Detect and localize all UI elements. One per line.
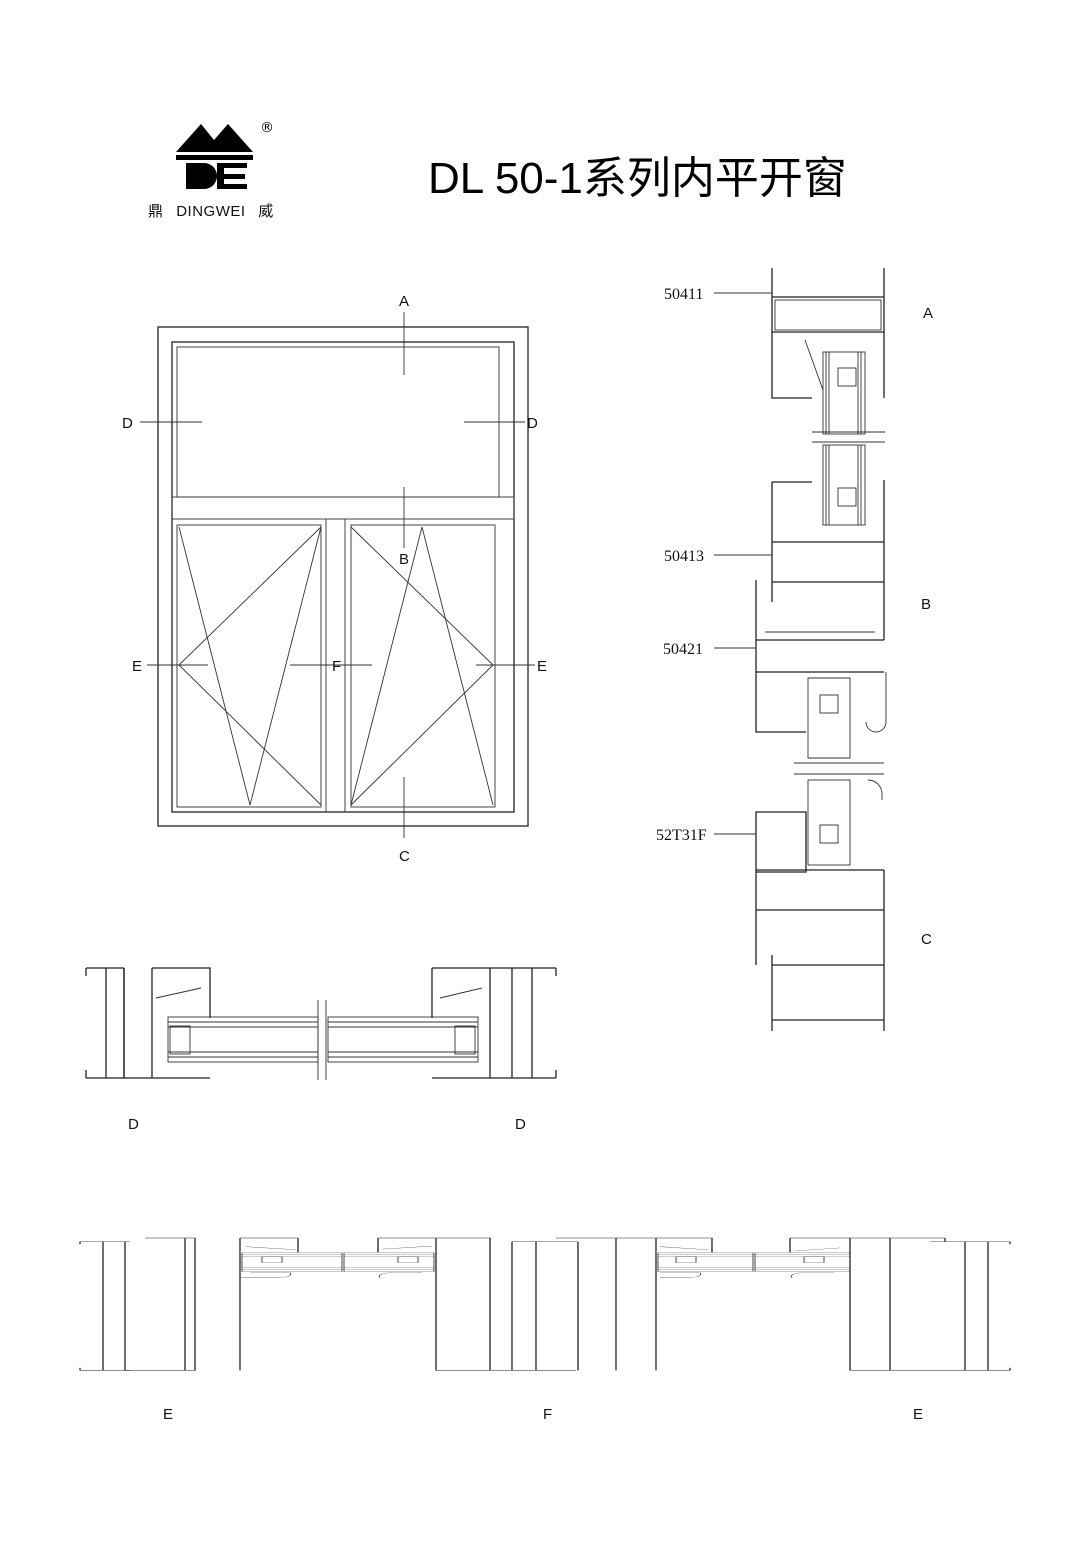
brand-char-left: 鼎 (148, 203, 164, 220)
section-d-label-right: D (515, 1116, 526, 1133)
profile-label-52t31f: 52T31F (656, 827, 707, 844)
label-d-right: D (527, 415, 538, 432)
window-elevation (140, 312, 535, 838)
label-c: C (399, 848, 410, 865)
logo-mark-icon (176, 124, 253, 189)
section-e-label-left: E (163, 1406, 173, 1423)
label-b: B (399, 551, 409, 568)
profile-label-50421: 50421 (663, 641, 703, 658)
label-d-left: D (122, 415, 133, 432)
label-e-right: E (537, 658, 547, 675)
brand-name: 鼎 DINGWEI 威 (148, 200, 282, 221)
brand-char-right: 威 (258, 203, 274, 220)
label-a: A (399, 293, 409, 310)
section-f-label: F (543, 1406, 552, 1423)
section-e-label-right: E (913, 1406, 923, 1423)
section-label-c: C (921, 931, 932, 948)
label-f: F (332, 658, 341, 675)
brand-text: DINGWEI (176, 203, 246, 220)
profile-callouts: 50411 50413 50421 52T31F A B C (656, 286, 933, 948)
profile-label-50413: 50413 (664, 548, 704, 565)
profile-label-50411: 50411 (664, 286, 703, 303)
elevation-labels: A B C D D E F E (122, 293, 547, 865)
vertical-section (755, 268, 887, 1031)
page-title: DL 50-1系列内平开窗 (428, 154, 847, 203)
section-ef (79, 1237, 1011, 1371)
label-e-left: E (132, 658, 142, 675)
registered-mark: ® (260, 120, 274, 136)
section-label-a: A (923, 305, 933, 322)
section-label-b: B (921, 596, 931, 613)
horizontal-section-d: D D (85, 967, 557, 1133)
section-d-label-left: D (128, 1116, 139, 1133)
